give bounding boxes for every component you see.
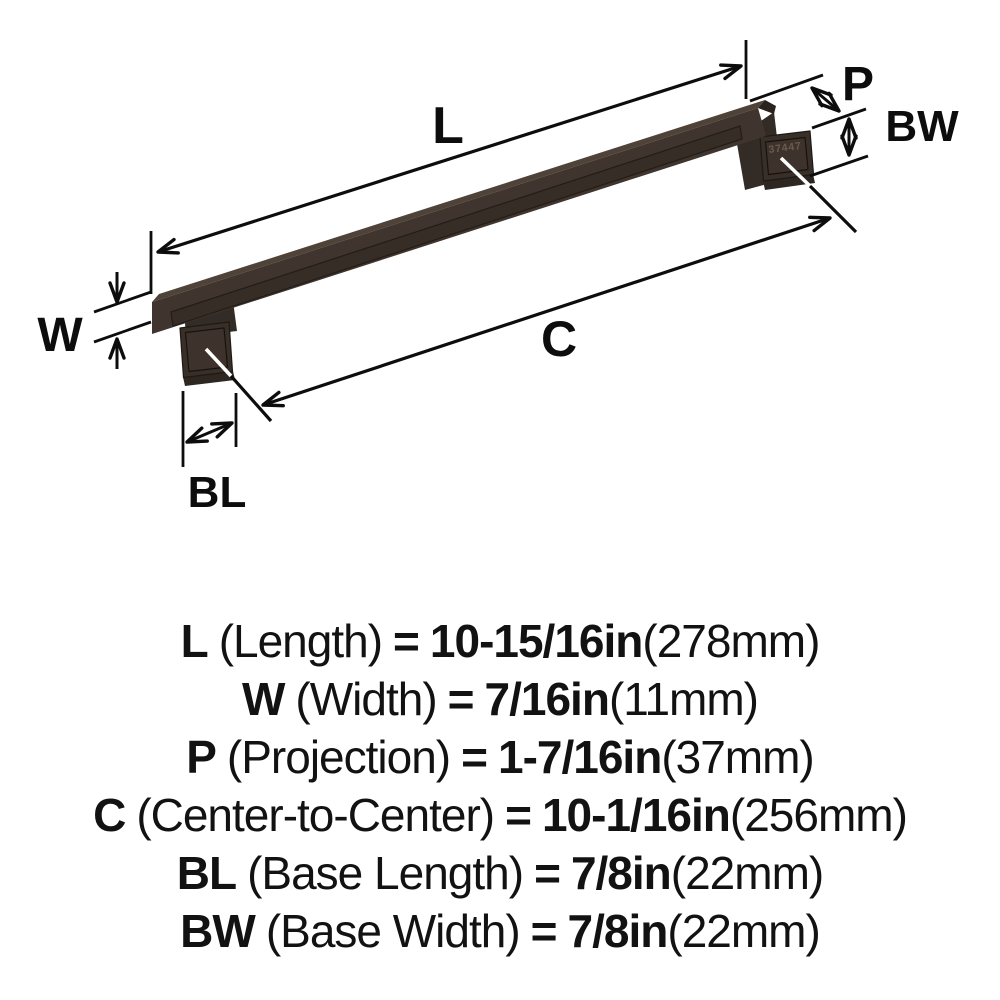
right-screw-leader [808,184,858,234]
spec-symbol: BL [176,847,237,899]
spec-name: (Length) [218,615,383,667]
p-extension-line [749,73,824,103]
spec-name: (Center-to-Center) [136,789,495,841]
spec-row-length: L(Length)=10-15/16in(278mm) [0,612,1000,670]
spec-name: (Width) [295,673,437,725]
label-projection: P [842,58,874,111]
spec-value: 7/16in [484,673,610,725]
pull-bar-end-face [758,100,776,114]
label-width: W [37,309,83,362]
right-base-plate-inner [764,136,809,176]
equals-sign: = [534,847,561,899]
spec-row-base-length: BL(Base Length)=7/8in(22mm) [0,844,1000,902]
right-screw-leader-on-plate [779,156,812,188]
dimension-labels: L P BW W C BL [37,58,959,517]
spec-row-base-width: BW(Base Width)=7/8in(22mm) [0,902,1000,960]
spec-metric: (22mm) [670,847,824,899]
spec-value: 7/8in [570,847,672,899]
spec-metric: (37mm) [661,731,814,783]
dimension-lines [93,40,869,467]
equals-sign: = [393,615,420,667]
spec-name: (Base Width) [265,905,521,957]
w-extension-line-bottom [93,320,152,344]
cabinet-pull-image: 37447 [152,100,815,386]
spec-symbol: L [180,615,209,667]
spec-row-projection: P(Projection)=1-7/16in(37mm) [0,728,1000,786]
part-number-stamp: 37447 [768,140,802,156]
c-dimension-line [261,215,832,408]
spec-metric: (256mm) [729,789,908,841]
spec-list: L(Length)=10-15/16in(278mm) W(Width)=7/1… [0,612,1000,960]
l-dimension-line [156,63,743,255]
label-length: L [432,97,464,155]
spec-value: 10-15/16in [429,615,643,667]
spec-row-width: W(Width)=7/16in(11mm) [0,670,1000,728]
p-dimension-arrow [810,86,841,113]
spec-value: 10-1/16in [541,789,731,841]
equals-sign: = [530,905,558,957]
equals-sign: = [505,789,532,841]
equals-sign: = [461,731,488,783]
spec-name: (Base Length) [247,847,524,899]
bw-extension-line-bottom [809,154,869,178]
label-base-length: BL [188,468,247,517]
spec-metric: (278mm) [642,615,820,667]
left-plate-shadow [183,371,235,386]
label-center-to-center: C [541,311,577,367]
spec-value: 1-7/16in [498,731,662,783]
label-base-width: BW [885,102,959,151]
spec-row-center-to-center: C(Center-to-Center)=10-1/16in(256mm) [0,786,1000,844]
spec-name: (Projection) [226,731,451,783]
dimension-diagram: 37447 [37,40,959,517]
spec-symbol: W [242,673,285,725]
equals-sign: = [447,673,475,725]
w-extension-line-top [93,290,152,314]
spec-value: 7/8in [567,905,669,957]
spec-symbol: C [93,789,126,841]
left-screw-leader-on-plate [204,347,233,378]
bl-dimension-arrow [185,421,234,444]
spec-metric: (22mm) [667,905,820,957]
spec-symbol: BW [180,905,256,957]
bw-extension-line-top [811,107,867,130]
spec-symbol: P [186,731,217,783]
spec-metric: (11mm) [608,673,759,725]
left-screw-leader [229,374,273,423]
